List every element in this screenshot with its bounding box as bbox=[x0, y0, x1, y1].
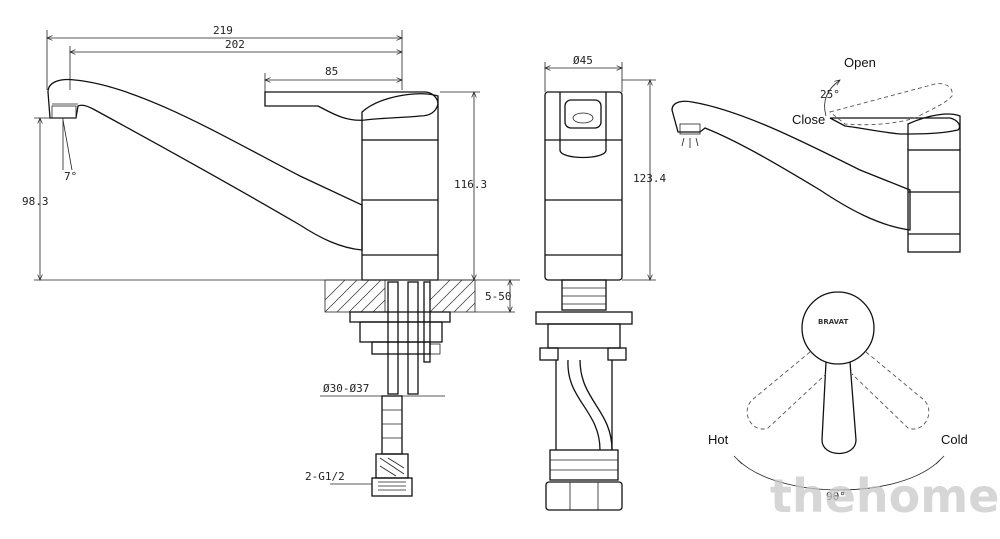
dim-front-height: 123.4 bbox=[622, 80, 666, 280]
rotation-arc bbox=[737, 459, 941, 491]
dim-body-height: 116.3 bbox=[440, 92, 487, 280]
top-lever-cold bbox=[851, 351, 930, 430]
dim-deck-thickness-text: 5-50 bbox=[485, 290, 512, 303]
dim-hole-diameter-text: Ø30-Ø37 bbox=[323, 382, 369, 395]
top-view: BRAVAT Hot Cold 90° bbox=[708, 291, 968, 503]
watermark: thehome bbox=[770, 469, 999, 523]
dim-total-length-text: 219 bbox=[213, 24, 233, 37]
dim-spout-angle-text: 7° bbox=[64, 170, 77, 183]
dim-total-length: 219 bbox=[47, 24, 402, 90]
dim-front-height-text: 123.4 bbox=[633, 172, 666, 185]
front-view: Ø45 123.4 bbox=[535, 54, 666, 511]
dim-hole-diameter: Ø30-Ø37 bbox=[320, 382, 445, 397]
cold-label: Cold bbox=[941, 432, 968, 447]
front-body bbox=[544, 91, 623, 281]
brand-logo: BRAVAT bbox=[818, 318, 848, 326]
op-lever-closed bbox=[829, 117, 961, 135]
dim-body-height-text: 116.3 bbox=[454, 178, 487, 191]
dim-deck-thickness: 5-50 bbox=[475, 280, 515, 312]
dim-spout-length-text: 202 bbox=[225, 38, 245, 51]
dim-spout-height-text: 98.3 bbox=[22, 195, 49, 208]
spout-outline bbox=[47, 78, 363, 251]
op-open-label: Open bbox=[844, 55, 876, 70]
op-lever-open bbox=[829, 83, 953, 126]
cartridge-cap bbox=[361, 93, 439, 140]
top-lever-hot bbox=[746, 351, 827, 430]
dim-spout-height: 98.3 bbox=[22, 118, 60, 280]
dim-front-diameter: Ø45 bbox=[545, 54, 622, 92]
top-lever-center bbox=[821, 361, 857, 454]
op-close-label: Close bbox=[792, 112, 825, 127]
operation-view: Open Close 25° bbox=[671, 55, 961, 253]
dim-thread-text: 2-G1/2 bbox=[305, 470, 345, 483]
dim-thread: 2-G1/2 bbox=[305, 470, 372, 485]
deck-section bbox=[324, 279, 476, 313]
hot-label: Hot bbox=[708, 432, 729, 447]
mixer-body bbox=[361, 139, 439, 281]
rotation-angle-text: 90° bbox=[826, 490, 846, 503]
op-body bbox=[907, 149, 961, 253]
op-spout bbox=[671, 100, 911, 231]
side-view: 219 202 85 7° 98.3 bbox=[22, 24, 520, 497]
lever-handle bbox=[264, 91, 439, 121]
dim-spout-length: 202 bbox=[70, 38, 402, 90]
top-body-circle bbox=[801, 291, 875, 365]
front-handle bbox=[559, 92, 607, 159]
op-angle-text: 25° bbox=[820, 88, 840, 101]
dim-front-diameter-text: Ø45 bbox=[573, 54, 593, 67]
dim-handle-length-text: 85 bbox=[325, 65, 338, 78]
dim-handle-length: 85 bbox=[265, 65, 402, 92]
